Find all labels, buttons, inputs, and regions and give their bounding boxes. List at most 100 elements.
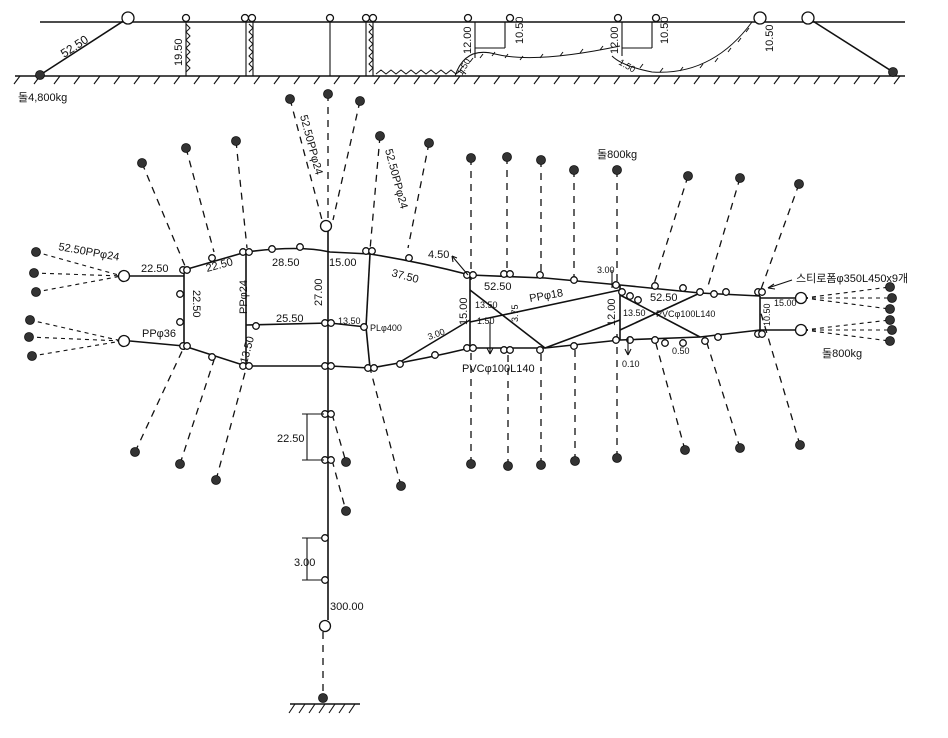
bottom-net-mesh	[375, 69, 467, 75]
anchor-stone	[285, 94, 295, 104]
anchor-stone	[795, 440, 805, 450]
dim-label: 37.50	[390, 267, 420, 286]
anchor-stone	[355, 96, 365, 106]
anchor-rope	[185, 147, 215, 253]
rope-label: 52.50PPφ24	[382, 148, 410, 211]
dim-label: 22.50	[190, 290, 202, 318]
float	[252, 322, 260, 330]
anchor-stone	[885, 304, 895, 314]
anchor-stone	[231, 136, 241, 146]
float	[327, 362, 335, 370]
section-trap-bag-1: 12.00 10.50 1.50	[454, 13, 621, 77]
arrow-line	[451, 255, 469, 276]
leader-anchor-stone	[318, 693, 328, 703]
anchor-stone	[536, 155, 546, 165]
dim-label: 15.00	[774, 298, 797, 308]
depth-label: 10.50	[514, 16, 526, 44]
float	[463, 13, 473, 23]
pipe-label: PVCφ100L140	[656, 309, 715, 319]
anchor-rope	[29, 319, 123, 342]
float	[176, 318, 184, 326]
float	[536, 271, 544, 279]
dim-label: 52.50	[484, 281, 512, 293]
anchor-rope	[35, 251, 123, 277]
frame-rope	[245, 322, 331, 326]
float	[361, 13, 371, 23]
anchor-stone	[137, 158, 147, 168]
float	[696, 288, 704, 296]
plan-labels: 52.50PPφ24 52.50PPφ24 52.50PPφ24 돌800kg …	[57, 114, 908, 613]
anchor-rope	[759, 183, 800, 293]
anchor-stone	[887, 293, 897, 303]
anchor-stone	[885, 282, 895, 292]
dim-label: 4.50	[428, 249, 449, 261]
top-anchor-ropes	[137, 89, 804, 293]
anchor-stone	[29, 268, 39, 278]
right-anchor-stone	[888, 67, 898, 77]
float	[208, 353, 216, 361]
dim-label: 300.00	[330, 601, 364, 613]
seabed-hatching	[13, 75, 901, 85]
float	[714, 333, 722, 341]
anchor-stone	[536, 460, 546, 470]
anchor-stone	[396, 481, 406, 491]
anchor-rope	[33, 272, 123, 277]
end-float	[753, 11, 767, 25]
end-float	[117, 334, 131, 348]
float	[368, 13, 378, 23]
depth-label: 12.00	[462, 26, 474, 54]
anchor-rope	[759, 309, 801, 446]
anchor-stone	[375, 131, 385, 141]
frame-rope	[129, 340, 185, 347]
float	[183, 266, 191, 274]
float	[613, 13, 623, 23]
net-mesh	[248, 23, 254, 73]
dim-label: 0.10	[622, 359, 640, 369]
frame-rope	[619, 294, 701, 338]
float	[396, 360, 404, 368]
anchor-stone	[27, 351, 37, 361]
float	[612, 281, 620, 289]
seabed-hatching-small	[288, 703, 356, 714]
float	[368, 247, 376, 255]
bag-mesh-teeth	[459, 45, 604, 71]
anchor-stone	[323, 89, 333, 99]
rope-label: PPφ36	[142, 328, 176, 340]
anchor-rope	[654, 339, 686, 451]
anchor-rope	[35, 275, 123, 293]
frame-rope	[365, 253, 371, 328]
anchor-stone	[502, 152, 512, 162]
anchor-rope	[31, 340, 123, 357]
section-net-panels: 19.50	[173, 13, 467, 76]
anchor-stone	[31, 247, 41, 257]
frame-rope	[365, 326, 371, 369]
anchor-stone	[887, 325, 897, 335]
dim-label: 12.00	[606, 298, 618, 326]
anchor-stone	[31, 287, 41, 297]
float	[679, 339, 687, 347]
dim-label: 28.50	[272, 257, 300, 269]
right-end-anchors	[794, 282, 897, 346]
float	[758, 330, 766, 338]
anchor-rope	[803, 329, 891, 342]
dim-label: 22.50	[277, 433, 305, 445]
net-mesh	[185, 23, 191, 73]
anchor-rope	[332, 100, 361, 221]
anchor-rope	[215, 368, 247, 481]
anchor-stone	[735, 173, 745, 183]
float	[570, 342, 578, 350]
dim-label: 0.50	[672, 346, 690, 356]
anchor-rope	[369, 135, 381, 251]
bottom-anchor-ropes	[130, 309, 805, 491]
anchor-stone	[885, 336, 895, 346]
float	[505, 13, 515, 23]
stone-label: 돌800kg	[822, 347, 862, 360]
anchor-rope	[134, 346, 185, 453]
left-anchor-stone	[35, 70, 45, 80]
styrofoam-label: 스티로폼φ350L450x9개	[796, 272, 908, 285]
anchor-stone	[680, 445, 690, 455]
float	[506, 270, 514, 278]
float	[240, 13, 250, 23]
anchor-stone	[175, 459, 185, 469]
small-floats	[176, 243, 766, 584]
